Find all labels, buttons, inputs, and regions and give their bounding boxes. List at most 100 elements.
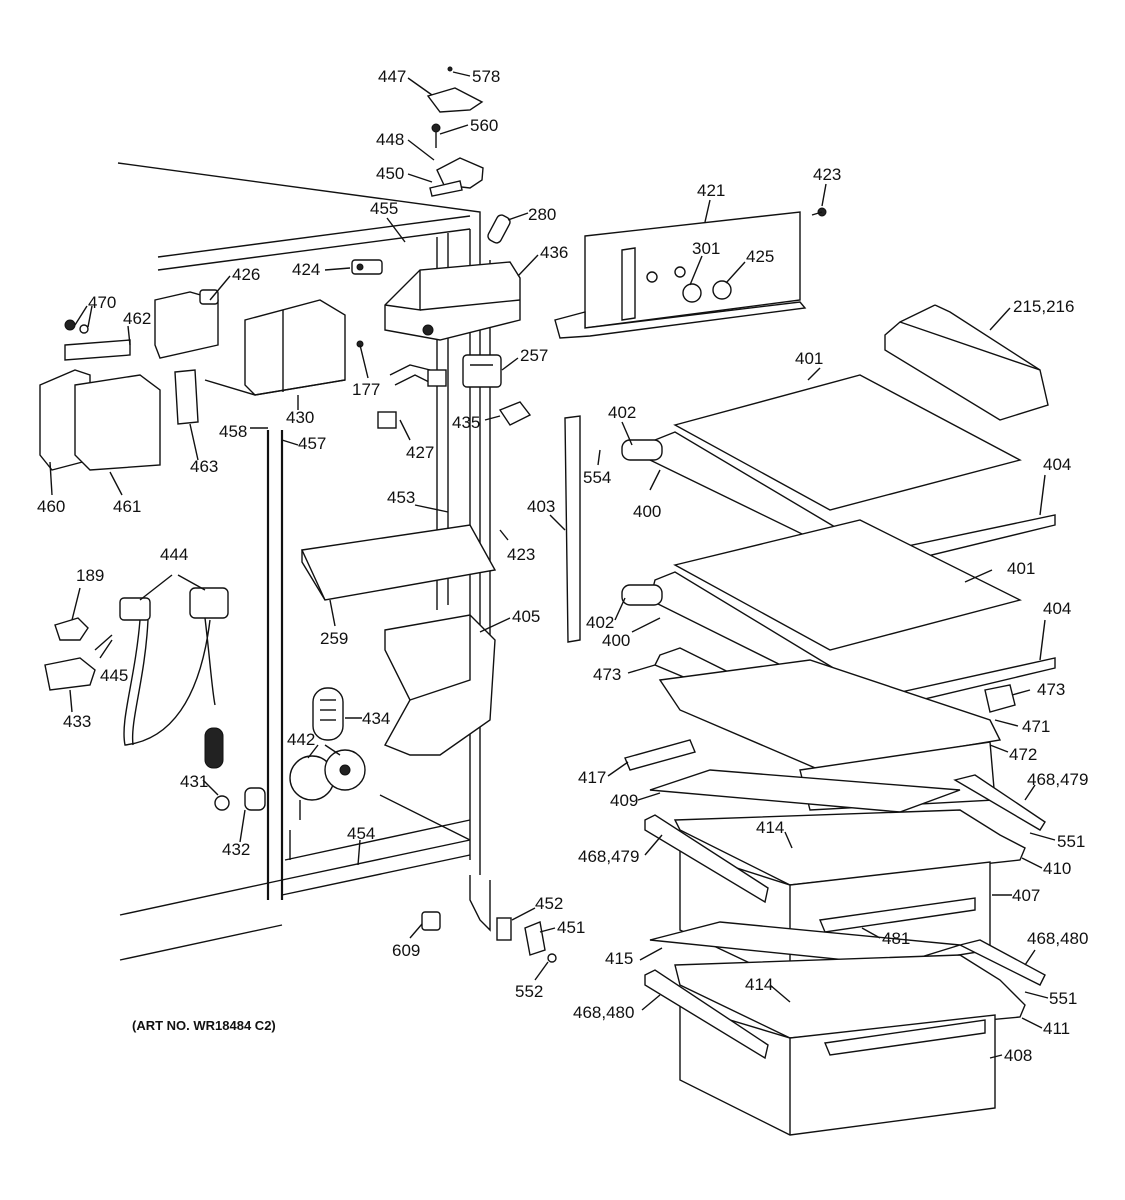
callout-444: 444 [160, 545, 188, 564]
glass-409 [649, 769, 961, 813]
callout-414-lower: 414 [745, 975, 773, 994]
hinge-parts [421, 911, 557, 963]
callout-215-216: 215,216 [1013, 297, 1074, 316]
fitting-189-433 [44, 617, 113, 691]
callout-409: 409 [610, 791, 638, 810]
callout-481: 481 [882, 929, 910, 948]
callout-473-left: 473 [593, 665, 621, 684]
callout-400-mid: 400 [602, 631, 630, 650]
callout-301: 301 [692, 239, 720, 258]
thermostat-426 [154, 289, 219, 425]
mullion-454 [284, 819, 471, 861]
timer-257 [462, 354, 502, 388]
callout-468-480-left: 468,480 [573, 1003, 634, 1022]
callout-578: 578 [472, 67, 500, 86]
callout-447: 447 [378, 67, 406, 86]
callout-400-top: 400 [633, 502, 661, 521]
callout-471: 471 [1022, 717, 1050, 736]
callout-402-mid: 402 [586, 613, 614, 632]
callout-402-top: 402 [608, 403, 636, 422]
callout-401-mid: 401 [1007, 559, 1035, 578]
callout-460: 460 [37, 497, 65, 516]
callout-432: 432 [222, 840, 250, 859]
callout-458: 458 [219, 422, 247, 441]
control-housing-430 [204, 299, 364, 396]
control-panel-421 [554, 211, 807, 339]
bulb-423-top [811, 207, 827, 217]
callout-457: 457 [298, 434, 326, 453]
callout-404-mid: 404 [1043, 599, 1071, 618]
callout-403: 403 [527, 497, 555, 516]
callout-430: 430 [286, 408, 314, 427]
light-cover [426, 66, 484, 197]
slide-417 [624, 739, 696, 771]
bin-215-216 [884, 304, 1049, 421]
bulb-280 [487, 214, 511, 244]
switch-431 [204, 727, 266, 811]
callout-424: 424 [292, 260, 320, 279]
callout-454: 454 [347, 824, 375, 843]
lens-434 [312, 687, 344, 741]
callout-259: 259 [320, 629, 348, 648]
light-socket-444 [119, 587, 229, 746]
callout-435: 435 [452, 413, 480, 432]
callout-551-lower: 551 [1049, 989, 1077, 1008]
callout-448: 448 [376, 130, 404, 149]
callout-421: 421 [697, 181, 725, 200]
callout-468-480-right: 468,480 [1027, 929, 1088, 948]
switch-435 [498, 401, 532, 426]
callout-417: 417 [578, 768, 606, 787]
callout-410: 410 [1043, 859, 1071, 878]
dispenser-housing-460-461 [39, 319, 161, 471]
callout-407: 407 [1012, 886, 1040, 905]
callout-257: 257 [520, 346, 548, 365]
callout-468-479-right: 468,479 [1027, 770, 1088, 789]
callout-labels: 447 578 448 560 450 455 280 421 423 301 … [37, 67, 1088, 1065]
callout-414-upper: 414 [756, 818, 784, 837]
callout-408: 408 [1004, 1046, 1032, 1065]
callout-455: 455 [370, 199, 398, 218]
callout-445: 445 [100, 666, 128, 685]
callout-415: 415 [605, 949, 633, 968]
callout-280: 280 [528, 205, 556, 224]
drawer-lower-408 [644, 939, 1046, 1136]
shelf-rail-403 [564, 415, 581, 643]
callout-426: 426 [232, 265, 260, 284]
fan-motor-442 [289, 749, 366, 801]
callout-423-mid: 423 [507, 545, 535, 564]
callout-177: 177 [352, 380, 380, 399]
callout-462: 462 [123, 309, 151, 328]
leader-lines [49, 71, 1056, 1059]
callout-551-upper: 551 [1057, 832, 1085, 851]
wire-harness-427 [377, 364, 447, 429]
callout-560: 560 [470, 116, 498, 135]
cover-405 [384, 614, 496, 756]
callout-433: 433 [63, 712, 91, 731]
callout-411: 411 [1043, 1019, 1070, 1038]
callout-461: 461 [113, 497, 141, 516]
shield-259 [300, 524, 497, 601]
callout-405: 405 [512, 607, 540, 626]
callout-452: 452 [535, 894, 563, 913]
callout-423-top: 423 [813, 165, 841, 184]
callout-451: 451 [557, 918, 585, 937]
callout-189: 189 [76, 566, 104, 585]
callout-463: 463 [190, 457, 218, 476]
callout-450: 450 [376, 164, 404, 183]
callout-401-top: 401 [795, 349, 823, 368]
callout-436: 436 [540, 243, 568, 262]
callout-442: 442 [287, 730, 315, 749]
callout-554: 554 [583, 468, 611, 487]
callout-425: 425 [746, 247, 774, 266]
callout-404-top: 404 [1043, 455, 1071, 474]
callout-472: 472 [1009, 745, 1037, 764]
callout-552: 552 [515, 982, 543, 1001]
callout-468-479-left: 468,479 [578, 847, 639, 866]
art-number: (ART NO. WR18484 C2) [132, 1018, 276, 1033]
damper-424 [351, 259, 383, 275]
callout-434: 434 [362, 709, 390, 728]
callout-473-right: 473 [1037, 680, 1065, 699]
callout-609: 609 [392, 941, 420, 960]
callout-470: 470 [88, 293, 116, 312]
